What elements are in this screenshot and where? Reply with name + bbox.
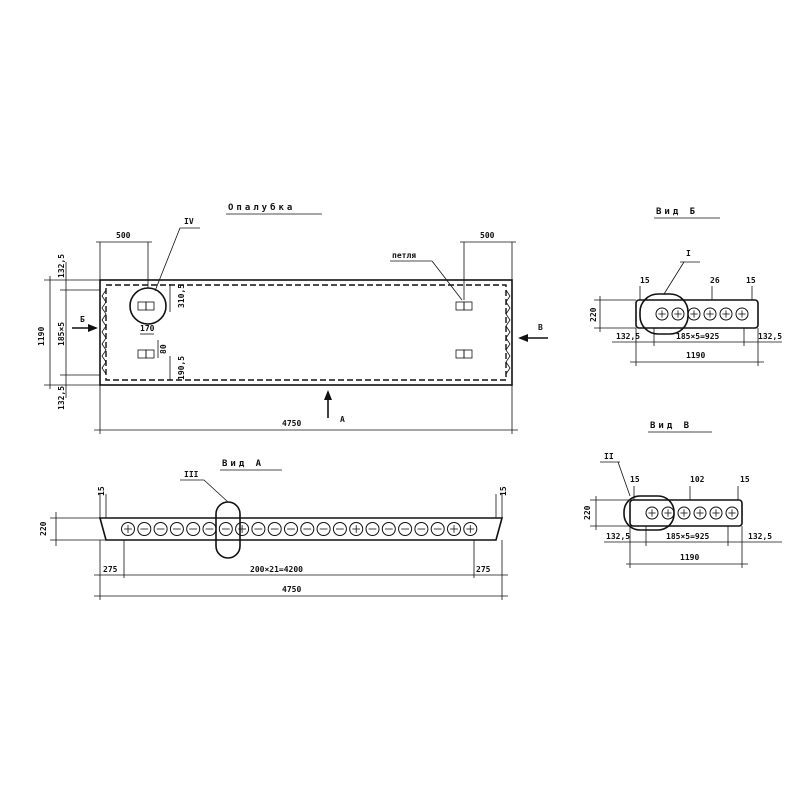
view-b-dim-15-right: 15 xyxy=(746,276,756,285)
view-v-height: 220 xyxy=(583,505,592,520)
section-v-cores xyxy=(645,506,739,520)
section-b-cores xyxy=(655,307,749,321)
arrow-a-label: А xyxy=(340,415,345,424)
section-b-outline xyxy=(635,299,759,329)
view-v-width: 1190 xyxy=(680,553,699,562)
view-b-dim-26: 26 xyxy=(710,276,720,285)
lifting-loop xyxy=(145,349,155,359)
view-v: Вид В II 15 102 15 220 132,5 185×5=925 1… xyxy=(583,421,782,568)
dim-170: 170 xyxy=(140,324,155,333)
lifting-loop xyxy=(463,349,473,359)
dim-end-15-left: 15 xyxy=(97,486,106,496)
view-b-edge-right: 132,5 xyxy=(758,332,782,341)
arrow-b-label: Б xyxy=(80,315,85,324)
dim-end-15-right: 15 xyxy=(499,486,508,496)
view-v-dim-15-right: 15 xyxy=(740,475,750,484)
loop-label: петля xyxy=(392,251,416,260)
view-v-dim-15-left: 15 xyxy=(630,475,640,484)
dim-edge-275-left: 275 xyxy=(103,565,118,574)
lifting-loop xyxy=(137,349,147,359)
dim-height-220: 220 xyxy=(39,521,48,536)
slab-elevation xyxy=(98,517,504,541)
dim-elevation-length: 4750 xyxy=(282,585,301,594)
lifting-loop xyxy=(145,301,155,311)
dim-loop-spacing: 310,5 xyxy=(177,284,186,308)
dim-middle: 185×5 xyxy=(57,322,66,346)
node-iv-label: IV xyxy=(184,217,194,226)
dim-width-1190: 1190 xyxy=(37,327,46,346)
dim-hole-pitch: 200×21=4200 xyxy=(250,565,303,574)
view-b-width: 1190 xyxy=(686,351,705,360)
node-iv-circle xyxy=(129,287,167,325)
view-b: Вид Б I 15 26 15 220 132,5 185×5=925 132… xyxy=(589,207,782,366)
dim-bottom-edge: 132,5 xyxy=(57,386,66,410)
view-b-pitch: 185×5=925 xyxy=(676,332,720,341)
formwork-plan: Опалубка IV петля 500 50 xyxy=(37,202,548,434)
dim-190-5: 190,5 xyxy=(177,356,186,380)
view-b-dim-15-left: 15 xyxy=(640,276,650,285)
view-v-edge-left: 132,5 xyxy=(606,532,630,541)
dim-right-500: 500 xyxy=(480,231,495,240)
view-b-title: Вид Б xyxy=(656,207,698,217)
dim-edge-275-right: 275 xyxy=(476,565,491,574)
slab-inner-contour xyxy=(105,284,507,381)
dim-left-500: 500 xyxy=(116,231,131,240)
view-b-edge-left: 132,5 xyxy=(616,332,640,341)
node-ii-label: II xyxy=(604,452,614,461)
node-iii-label: III xyxy=(184,470,199,479)
lifting-loop xyxy=(463,301,473,311)
view-v-title: Вид В xyxy=(650,421,692,431)
view-b-height: 220 xyxy=(589,307,598,322)
node-ii-outline xyxy=(623,495,675,531)
view-v-edge-right: 132,5 xyxy=(748,532,772,541)
slab-outline xyxy=(99,279,513,386)
lifting-loop xyxy=(455,349,465,359)
dim-length-4750: 4750 xyxy=(282,419,301,428)
hollow-cores xyxy=(121,522,478,536)
lifting-loop xyxy=(137,301,147,311)
view-a: Вид А III 15 15 220 275 200×21=4200 275 … xyxy=(39,459,508,600)
section-v-outline xyxy=(629,499,743,527)
view-a-title: Вид А xyxy=(222,459,264,469)
view-v-pitch: 185×5=925 xyxy=(666,532,710,541)
node-i-label: I xyxy=(686,249,691,258)
dim-80: 80 xyxy=(159,344,168,354)
formwork-title: Опалубка xyxy=(228,202,295,213)
dim-top-edge: 132,5 xyxy=(57,254,66,278)
view-v-dim-102: 102 xyxy=(690,475,705,484)
lifting-loop xyxy=(455,301,465,311)
arrow-v-label: В xyxy=(538,323,543,332)
